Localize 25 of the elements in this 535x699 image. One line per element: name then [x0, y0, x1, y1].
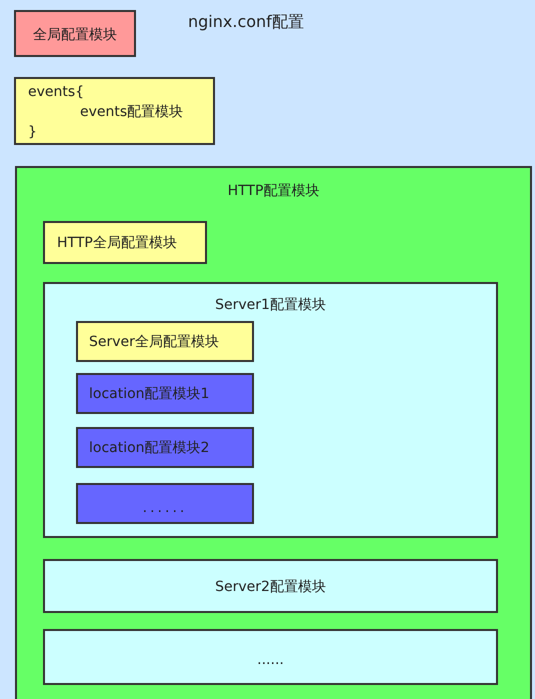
module-label: Server2配置模块	[214, 578, 327, 596]
module-label: Server全局配置模块	[89, 333, 219, 351]
module-label: ......	[142, 499, 188, 517]
module-label: }	[28, 123, 37, 141]
module-label: HTTP全局配置模块	[57, 234, 177, 252]
module-label: HTTP配置模块	[226, 182, 320, 200]
module-label: Server1配置模块	[214, 296, 327, 314]
module-box	[76, 373, 254, 414]
module-label: location配置模块1	[89, 385, 210, 403]
module-panel	[15, 166, 532, 699]
module-label: 全局配置模块	[32, 26, 118, 44]
module-box	[43, 221, 207, 264]
module-box	[76, 427, 254, 468]
module-box	[43, 629, 498, 685]
module-box	[43, 559, 498, 613]
module-box	[76, 321, 254, 362]
module-box	[14, 77, 215, 145]
module-box	[76, 483, 254, 524]
module-label: events配置模块	[80, 103, 184, 121]
module-label: events{	[28, 83, 84, 101]
module-label: ......	[256, 651, 285, 669]
module-label: location配置模块2	[89, 439, 210, 457]
module-panel	[43, 282, 498, 538]
module-box	[14, 10, 136, 57]
title: nginx.conf配置	[188, 13, 304, 31]
